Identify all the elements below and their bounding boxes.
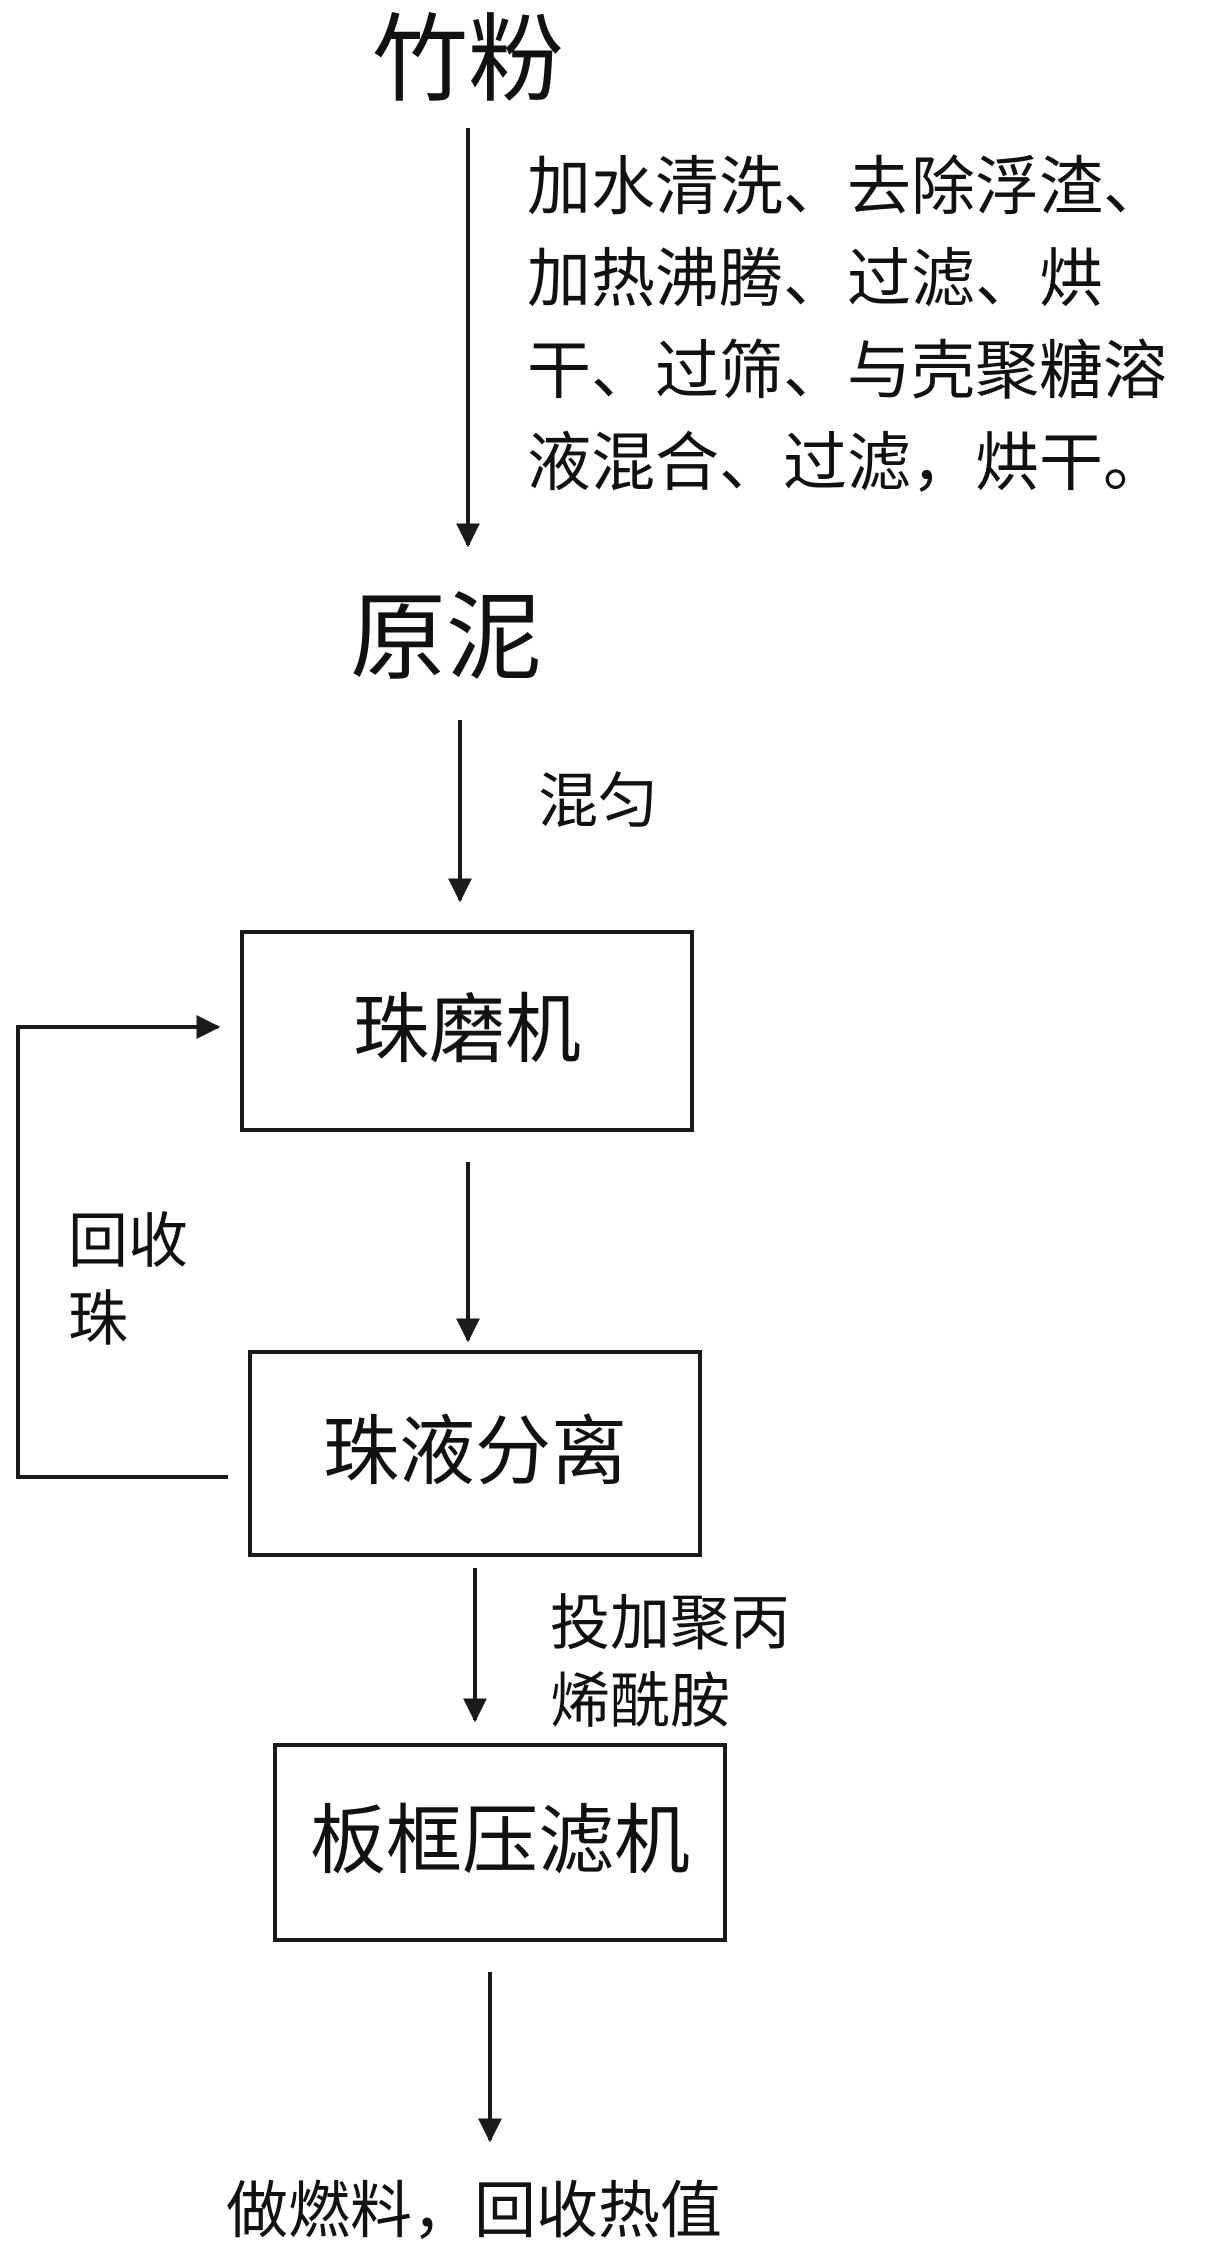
separation-label: 珠液分离 bbox=[323, 1407, 627, 1496]
bead-mill-label: 珠磨机 bbox=[353, 985, 581, 1074]
recycle-beads-label: 回收珠 bbox=[68, 1207, 188, 1355]
node-raw-mud: 原泥 bbox=[350, 582, 542, 694]
separation-box bbox=[248, 1350, 702, 1557]
step-add-pam-label: 投加聚丙烯酰胺 bbox=[550, 1589, 790, 1737]
bead-mill-box bbox=[240, 930, 694, 1132]
step-pretreatment-label: 加水清洗、去除浮渣、加热沸腾、过滤、烘干、过筛、与壳聚糖溶液混合、过滤，烘干。 bbox=[527, 151, 1167, 501]
step-mix-label: 混匀 bbox=[538, 767, 658, 837]
recycle-loop-arrow bbox=[16, 1015, 228, 1479]
node-bamboo-powder: 竹粉 bbox=[372, 4, 564, 116]
node-final-use: 做燃料，回收热值 bbox=[226, 2174, 723, 2247]
filter-press-box bbox=[273, 1743, 727, 1942]
filter-press-label: 板框压滤机 bbox=[310, 1796, 690, 1885]
